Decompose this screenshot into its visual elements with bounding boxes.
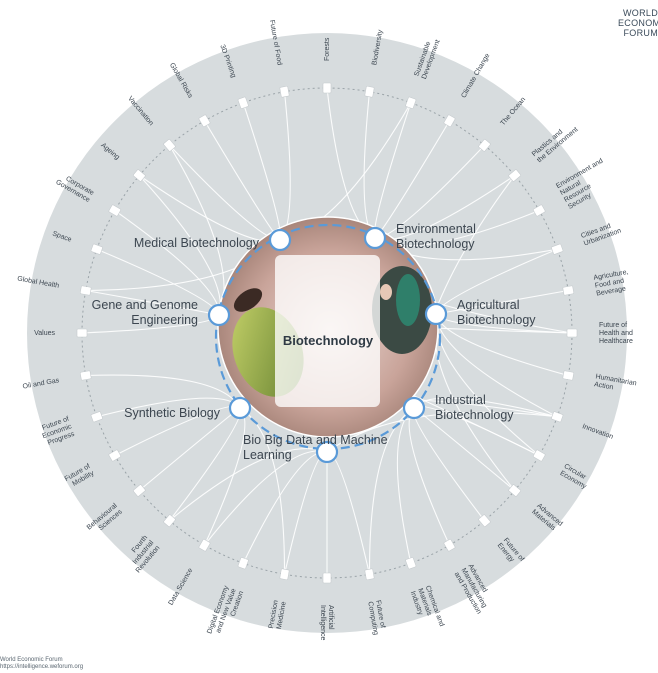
subtopic-label-medical-biotechnology[interactable]: Medical Biotechnology xyxy=(134,236,260,250)
footer-line-1: World Economic Forum xyxy=(0,657,63,663)
outer-node-advanced-manufacturing-and-production[interactable] xyxy=(443,538,456,552)
subtopic-node-gene-and-genome-engineering[interactable] xyxy=(207,303,231,327)
outer-node-future-of-food[interactable] xyxy=(279,85,290,98)
outer-node-fourth-industrial-revolution[interactable] xyxy=(163,514,176,527)
outer-topic-agriculture-food-and-beverage[interactable]: Agriculture,Food andBeverage xyxy=(593,269,632,298)
outer-topic-values[interactable]: Values xyxy=(34,330,55,337)
outer-node-agriculture-food-and-beverage[interactable] xyxy=(562,285,575,296)
outer-topics xyxy=(76,82,578,584)
outer-node-behavioural-sciences[interactable] xyxy=(133,484,146,497)
outer-node-humanitarian-action[interactable] xyxy=(562,370,575,381)
subtopic-node-synthetic-biology[interactable] xyxy=(228,396,252,420)
outer-node-forests[interactable] xyxy=(322,82,332,94)
subtopic-node-environmental-biotechnology[interactable] xyxy=(363,226,387,250)
outer-node-oil-and-gas[interactable] xyxy=(79,370,92,381)
subtopic-node-medical-biotechnology[interactable] xyxy=(268,228,292,252)
outer-node-artificial-intelligence[interactable] xyxy=(322,572,332,584)
outer-node-environment-and-natural-resource-security[interactable] xyxy=(532,204,546,217)
outer-node-circular-economy[interactable] xyxy=(532,449,546,462)
center-title-card xyxy=(275,255,380,407)
subtopic-label-synthetic-biology[interactable]: Synthetic Biology xyxy=(124,406,221,420)
outer-topic-artificial-intelligence[interactable]: ArtificialIntelligence xyxy=(319,605,334,641)
outer-node-global-risks[interactable] xyxy=(198,114,211,128)
subtopic-node-bio-big-data-and-machine-learning[interactable] xyxy=(315,440,339,464)
outer-node-ageing[interactable] xyxy=(133,169,146,182)
outer-node-future-of-energy[interactable] xyxy=(478,514,491,527)
outer-node-data-science[interactable] xyxy=(198,538,211,552)
outer-node-future-of-mobility[interactable] xyxy=(108,449,122,462)
logo-line-1: WORLD xyxy=(623,8,658,18)
center-title[interactable]: Biotechnology xyxy=(283,333,374,348)
connection-link xyxy=(326,411,558,453)
outer-topic-forests[interactable]: Forests xyxy=(324,37,331,61)
outer-node-space[interactable] xyxy=(90,243,103,255)
outer-node-chemical-and-materials-industry[interactable] xyxy=(405,557,417,570)
outer-node-biodiversity[interactable] xyxy=(364,85,375,98)
outer-topic-precision-medicine[interactable]: PrecisionMedicine xyxy=(268,600,288,631)
footer-line-2: https://intelligence.weforum.org xyxy=(0,664,84,670)
outer-node-future-of-health-and-healthcare[interactable] xyxy=(566,328,578,338)
outer-node-vaccination[interactable] xyxy=(163,139,176,152)
outer-node-values[interactable] xyxy=(76,328,88,338)
wef-logo: WORLD ECONOMIC FORUM xyxy=(618,8,658,38)
subtopic-node-industrial-biotechnology[interactable] xyxy=(402,396,426,420)
connection-link xyxy=(239,407,286,575)
outer-node-innovation[interactable] xyxy=(551,411,564,423)
center-photo-border xyxy=(217,216,439,438)
outer-node-future-of-economic-progress[interactable] xyxy=(90,411,103,423)
outer-node-cities-and-urbanization[interactable] xyxy=(551,243,564,255)
outer-node-digital-economy-and-new-value-creation[interactable] xyxy=(237,557,249,570)
outer-node-3d-printing[interactable] xyxy=(237,96,249,109)
outer-node-global-health[interactable] xyxy=(79,285,92,296)
outer-node-advanced-materials[interactable] xyxy=(508,484,521,497)
outer-node-sustainable-development[interactable] xyxy=(405,96,417,109)
outer-node-climate-change[interactable] xyxy=(443,114,456,128)
footer-credit: World Economic Forum https://intelligenc… xyxy=(0,657,83,671)
subtopic-node-agricultural-biotechnology[interactable] xyxy=(424,302,448,326)
logo-line-2: ECONOMIC xyxy=(618,18,658,28)
outer-node-corporate-governance[interactable] xyxy=(108,204,122,217)
outer-node-precision-medicine[interactable] xyxy=(279,568,290,581)
outer-node-the-ocean[interactable] xyxy=(478,139,491,152)
outer-node-plastics-and-the-environment[interactable] xyxy=(508,169,521,182)
outer-node-future-of-computing[interactable] xyxy=(364,568,375,581)
logo-line-3: FORUM xyxy=(623,28,658,38)
connection-link xyxy=(368,407,415,575)
